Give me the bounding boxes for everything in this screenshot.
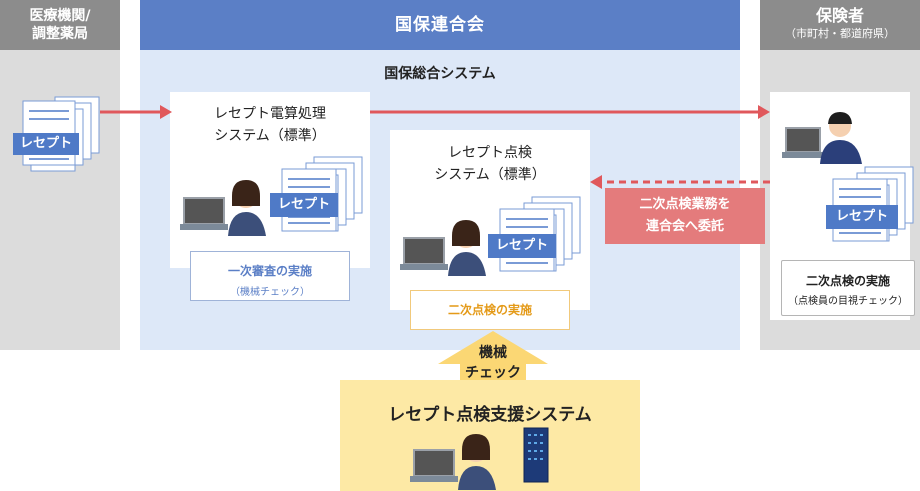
- document-label: レセプト: [488, 234, 556, 258]
- delegation-line2: 連合会へ委託: [645, 219, 724, 234]
- insurer-inspection-sub: （点検員の目視チェック）: [788, 296, 908, 307]
- support-system-title: レセプト点検支援システム: [388, 405, 592, 425]
- support-system-box: [340, 380, 640, 491]
- computation-title-line1: レセプト電算処理: [214, 106, 326, 122]
- machine-check-label: 機械 チェック: [438, 343, 548, 383]
- insurer-inspection-label: 二次点検の実施: [805, 274, 890, 288]
- document-label: レセプト: [270, 193, 338, 217]
- primary-review-sub: （機械チェック）: [230, 287, 310, 298]
- inspection-title-line2: システム（標準）: [434, 167, 546, 183]
- insurer-title: 保険者: [815, 6, 864, 25]
- inspection-system-title: レセプト点検 システム（標準）: [390, 142, 590, 186]
- insurer-staff-with-computer-icon: [782, 112, 862, 164]
- operator-with-computer-icon: [410, 434, 496, 490]
- arrowhead-computation-to-insurer: [758, 105, 770, 119]
- server-icon: [523, 427, 549, 483]
- medical-column: [0, 0, 120, 350]
- computation-system-title: レセプト電算処理 システム（標準）: [170, 103, 370, 147]
- union-header: 国保連合会: [140, 0, 740, 50]
- insurer-subtitle: （市町村・都道府県）: [785, 27, 895, 40]
- operator-with-computer-icon: [180, 180, 266, 236]
- document-label: レセプト: [13, 133, 79, 155]
- delegation-box: 二次点検業務を 連合会へ委託: [605, 188, 765, 244]
- medical-title-line1: 医療機関/: [29, 8, 91, 24]
- insurer-column-header: 保険者 （市町村・都道府県）: [760, 0, 920, 50]
- arrowhead-medical-to-computation: [160, 105, 172, 119]
- secondary-inspection-box: 二次点検の実施: [410, 290, 570, 330]
- machine-check-line1: 機械: [479, 345, 507, 361]
- medical-title-line2: 調整薬局: [32, 26, 88, 42]
- machine-check-line2: チェック: [465, 365, 521, 381]
- insurer-inspection-box: 二次点検の実施 （点検員の目視チェック）: [781, 260, 915, 316]
- operator-with-computer-icon: [400, 220, 486, 276]
- inspection-title-line1: レセプト点検: [448, 145, 532, 161]
- machine-check-up-arrow: [438, 331, 548, 380]
- document-label: レセプト: [826, 205, 898, 229]
- medical-column-header: 医療機関/ 調整薬局: [0, 0, 120, 50]
- primary-review-label: 一次審査の実施: [227, 264, 312, 278]
- primary-review-box: 一次審査の実施 （機械チェック）: [190, 251, 350, 301]
- delegation-line1: 二次点検業務を: [639, 197, 731, 212]
- system-title: 国保総合システム: [384, 66, 496, 82]
- computation-title-line2: システム（標準）: [214, 128, 326, 144]
- arrowhead-insurer-to-inspection: [590, 175, 602, 189]
